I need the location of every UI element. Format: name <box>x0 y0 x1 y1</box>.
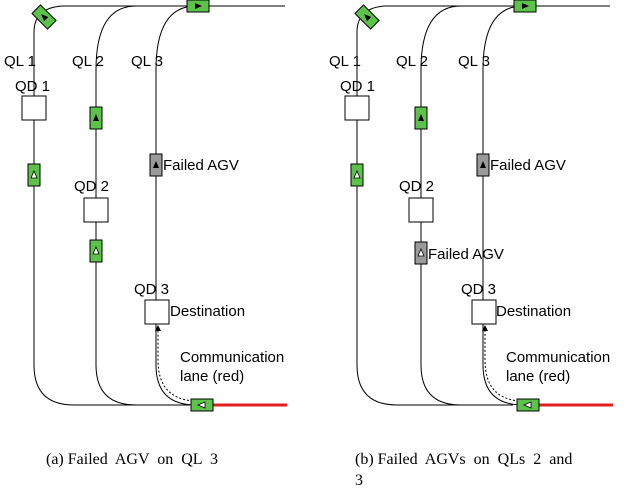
top-track-ql1 <box>356 5 610 33</box>
square-box-icon <box>344 95 370 121</box>
panel-a: QL 1 QL 2 QL 3 QD 1 QD 2 QD 3 Failed AGV… <box>4 0 287 468</box>
queue-label-qd3: QD 3 <box>461 281 496 298</box>
triangle-arrow-icon <box>364 14 372 22</box>
triangle-arrow-icon <box>522 3 529 9</box>
communication-label: Communication <box>180 349 284 366</box>
lane-track-ql3 <box>155 70 197 406</box>
caption-b: (b) Failed AGVs on QLs 2 and <box>355 451 572 468</box>
queue-label-qd3: QD 3 <box>134 281 169 298</box>
triangle-arrow-icon <box>522 401 532 409</box>
lane-track-ql1 <box>356 32 513 406</box>
caption-a: (a) Failed AGV on QL 3 <box>46 451 218 468</box>
agv-icon <box>350 163 364 187</box>
queue-label-qd2: QD 2 <box>74 178 109 195</box>
lane-track-ql1 <box>33 32 190 406</box>
lane-label-ql2: QL 2 <box>396 53 428 70</box>
triangle-arrow-icon <box>418 114 424 121</box>
destination-label: Destination <box>170 303 245 320</box>
queue-label-qd1: QD 1 <box>340 78 375 95</box>
triangle-arrow-icon <box>195 3 202 9</box>
triangle-arrow-icon <box>41 14 49 22</box>
failed-agv-label: Failed AGV <box>490 157 566 174</box>
triangle-arrow-icon <box>196 401 206 409</box>
square-box-icon <box>144 299 170 325</box>
communication-label: Communication <box>506 349 610 366</box>
lane-label-ql3: QL 3 <box>131 53 163 70</box>
panel-b: QL 1 QL 2 QL 3 QD 1 QD 2 QD 3 Failed AGV… <box>329 0 613 489</box>
queue-label-qd1: QD 1 <box>15 78 50 95</box>
agv-icon-failed <box>149 153 163 177</box>
agv-icon <box>513 0 537 13</box>
lane-track-ql2 <box>95 70 190 406</box>
lane-track-ql3 <box>482 70 524 406</box>
square-box-icon <box>471 299 497 325</box>
agv-icon <box>516 398 540 412</box>
triangle-arrow-icon <box>92 245 100 255</box>
top-track-ql1 <box>33 5 285 33</box>
lane-track-ql2 <box>420 70 513 406</box>
agv-icon <box>354 4 380 30</box>
failed-agv-label-2: Failed AGV <box>428 246 504 263</box>
agv-icon <box>186 0 210 13</box>
lane-label-ql1: QL 1 <box>329 53 361 70</box>
caption-b-line2: 3 <box>355 472 363 489</box>
triangle-arrow-icon <box>30 169 38 179</box>
lane-label-ql2: QL 2 <box>72 53 104 70</box>
square-box-icon <box>21 95 47 121</box>
lane-label-ql3: QL 3 <box>458 53 490 70</box>
queue-label-qd2: QD 2 <box>399 178 434 195</box>
lane-label-ql1: QL 1 <box>4 53 36 70</box>
square-box-icon <box>83 197 109 223</box>
agv-icon <box>31 4 57 30</box>
agv-icon <box>414 106 428 130</box>
triangle-arrow-icon <box>353 169 361 179</box>
agv-icon <box>89 106 103 130</box>
failed-agv-label: Failed AGV <box>163 157 239 174</box>
dotted-arrow-icon <box>155 325 194 402</box>
agv-icon-failed <box>414 241 428 265</box>
triangle-arrow-icon <box>417 247 425 257</box>
agv-icon <box>190 398 214 412</box>
square-box-icon <box>408 197 434 223</box>
communication-label-2: lane (red) <box>180 368 244 385</box>
agv-icon <box>27 163 41 187</box>
agv-icon-failed <box>476 153 490 177</box>
top-track-ql2 <box>420 5 462 71</box>
agv-icon <box>89 239 103 263</box>
destination-label: Destination <box>496 303 571 320</box>
triangle-arrow-icon <box>153 161 159 168</box>
triangle-arrow-icon <box>93 114 99 121</box>
triangle-arrow-icon <box>480 161 486 168</box>
top-track-ql2 <box>95 5 137 71</box>
communication-label-2: lane (red) <box>506 368 570 385</box>
